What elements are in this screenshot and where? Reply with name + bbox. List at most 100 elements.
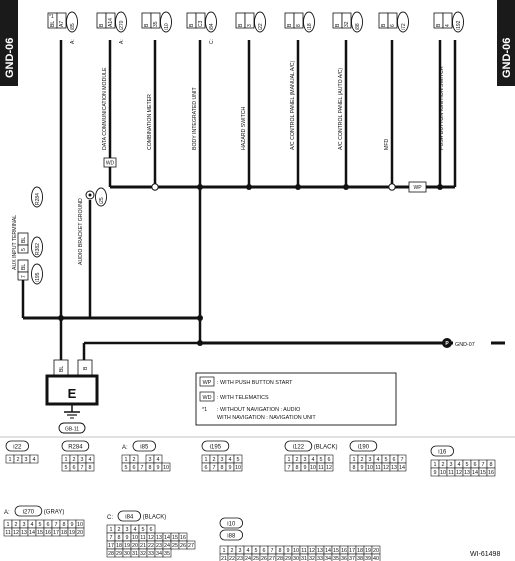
pin-label: 10 xyxy=(163,465,169,471)
pin-label: 5 xyxy=(39,522,42,528)
pin-label: 35 xyxy=(164,551,170,557)
pin-label: 2 xyxy=(17,457,20,463)
connector-code: i192 xyxy=(456,20,462,30)
pin-label: 7 xyxy=(55,522,58,528)
pin-label: 31 xyxy=(132,551,138,557)
pin-label: 2 xyxy=(231,548,234,554)
pin-label: 13 xyxy=(464,470,470,476)
connector-code: i84 xyxy=(209,23,215,30)
connector-code: i270 xyxy=(119,20,125,30)
pin-label: 10 xyxy=(77,522,83,528)
aux-input-terminal: AUX INPUT TERMINAL R284 R382 i195 BL 5 B… xyxy=(12,186,43,285)
pin-label: 27 xyxy=(188,543,194,549)
connector-prefix: A: xyxy=(119,39,125,44)
pin-label: 31 xyxy=(301,556,307,561)
pin-label: 13 xyxy=(156,535,162,541)
pin-label: 8 xyxy=(63,522,66,528)
pin-label: 3 xyxy=(304,457,307,463)
pin-label: 18 xyxy=(357,548,363,554)
pin-label: 1 xyxy=(353,457,356,463)
pin-label: 6 xyxy=(133,465,136,471)
pin-label: 2 xyxy=(296,457,299,463)
pin-label: 3 xyxy=(149,457,152,463)
ground-pin-1: BL xyxy=(59,366,65,372)
face-title: i122 xyxy=(293,445,305,451)
pin-number: 8 xyxy=(296,24,302,27)
svg-text:GND-06: GND-06 xyxy=(4,38,16,78)
pin-label: 7 xyxy=(271,548,274,554)
pin-label: 3 xyxy=(81,457,84,463)
gnd-ref-prefix: P xyxy=(445,341,449,347)
pin-label: 30 xyxy=(124,551,130,557)
pin-label: 29 xyxy=(285,556,291,561)
component-label: DATA COMMUNICATION MODULE xyxy=(102,67,108,150)
pin-label: 9 xyxy=(71,522,74,528)
pin-label: 7 xyxy=(141,465,144,471)
aux-code-1: R284 xyxy=(35,193,41,205)
gnd-ref-text: GND-07 xyxy=(455,342,475,348)
face-title: R284 xyxy=(68,445,83,451)
pin-label: 1 xyxy=(223,548,226,554)
pin-label: 16 xyxy=(180,535,186,541)
connector-code: i88 xyxy=(355,23,361,30)
pin-label: 4 xyxy=(89,457,92,463)
pin-label: 6 xyxy=(263,548,266,554)
pin-label: 1 xyxy=(9,457,12,463)
pin-wire-color: B xyxy=(436,23,442,27)
pin-label: 1 xyxy=(434,462,437,468)
pin-wire-color: B xyxy=(335,23,341,27)
pin-label: 22 xyxy=(148,543,154,549)
pin-number: 4 xyxy=(445,24,451,27)
pin-label: 2 xyxy=(118,527,121,533)
pin-cell xyxy=(233,462,243,472)
pin-label: 26 xyxy=(261,556,267,561)
pin-label: 18 xyxy=(61,530,67,536)
pin-label: 2 xyxy=(73,457,76,463)
pin-wire-color: B xyxy=(381,23,387,27)
pin-label: 37 xyxy=(349,556,355,561)
pin-label: 3 xyxy=(23,522,26,528)
pin-cell xyxy=(29,454,39,464)
pin-label: 6 xyxy=(47,522,50,528)
pin-label: 18 xyxy=(116,543,122,549)
pin-label: 8 xyxy=(353,465,356,471)
pin-label: 5 xyxy=(255,548,258,554)
pin-label: 12 xyxy=(383,465,389,471)
pin-label: 2 xyxy=(15,522,18,528)
pin-label: 14 xyxy=(399,465,405,471)
legend-tag-1: WP xyxy=(203,380,212,386)
pin-label: 32 xyxy=(309,556,315,561)
pin-label: 13 xyxy=(21,530,27,536)
aux-label: AUX INPUT TERMINAL xyxy=(12,215,18,270)
pin-label: 33 xyxy=(317,556,323,561)
connector-prefix: A: xyxy=(70,39,76,44)
footer-code: WI-61498 xyxy=(470,551,500,558)
pin-wire-color: B xyxy=(287,23,293,27)
pin-label: 10 xyxy=(293,548,299,554)
pin-label: 1 xyxy=(110,527,113,533)
pin-number: C3 xyxy=(198,20,204,27)
pin-label: 8 xyxy=(89,465,92,471)
pin-label: 7 xyxy=(401,457,404,463)
face-title: i84 xyxy=(125,515,134,521)
aux-code-2: R382 xyxy=(35,243,41,255)
pin-cell xyxy=(161,462,171,472)
legend-text-1: : WITH PUSH BUTTON START xyxy=(217,380,293,386)
page-tag-right: GND-06 xyxy=(497,0,515,86)
pin-label: 4 xyxy=(31,522,34,528)
pin-label: 9 xyxy=(126,535,129,541)
wire-tag-wp: WP xyxy=(408,181,427,193)
pin-label: 16 xyxy=(45,530,51,536)
open-dots xyxy=(151,183,396,191)
pin-label: 2 xyxy=(133,457,136,463)
connector-code: i10 xyxy=(164,23,170,30)
connector-code: i72 xyxy=(401,23,407,30)
pin-label: 12 xyxy=(309,548,315,554)
svg-text:WP: WP xyxy=(413,185,422,191)
legend-text-4: WITH NAVIGATION : NAVIGATION UNIT xyxy=(217,415,316,421)
